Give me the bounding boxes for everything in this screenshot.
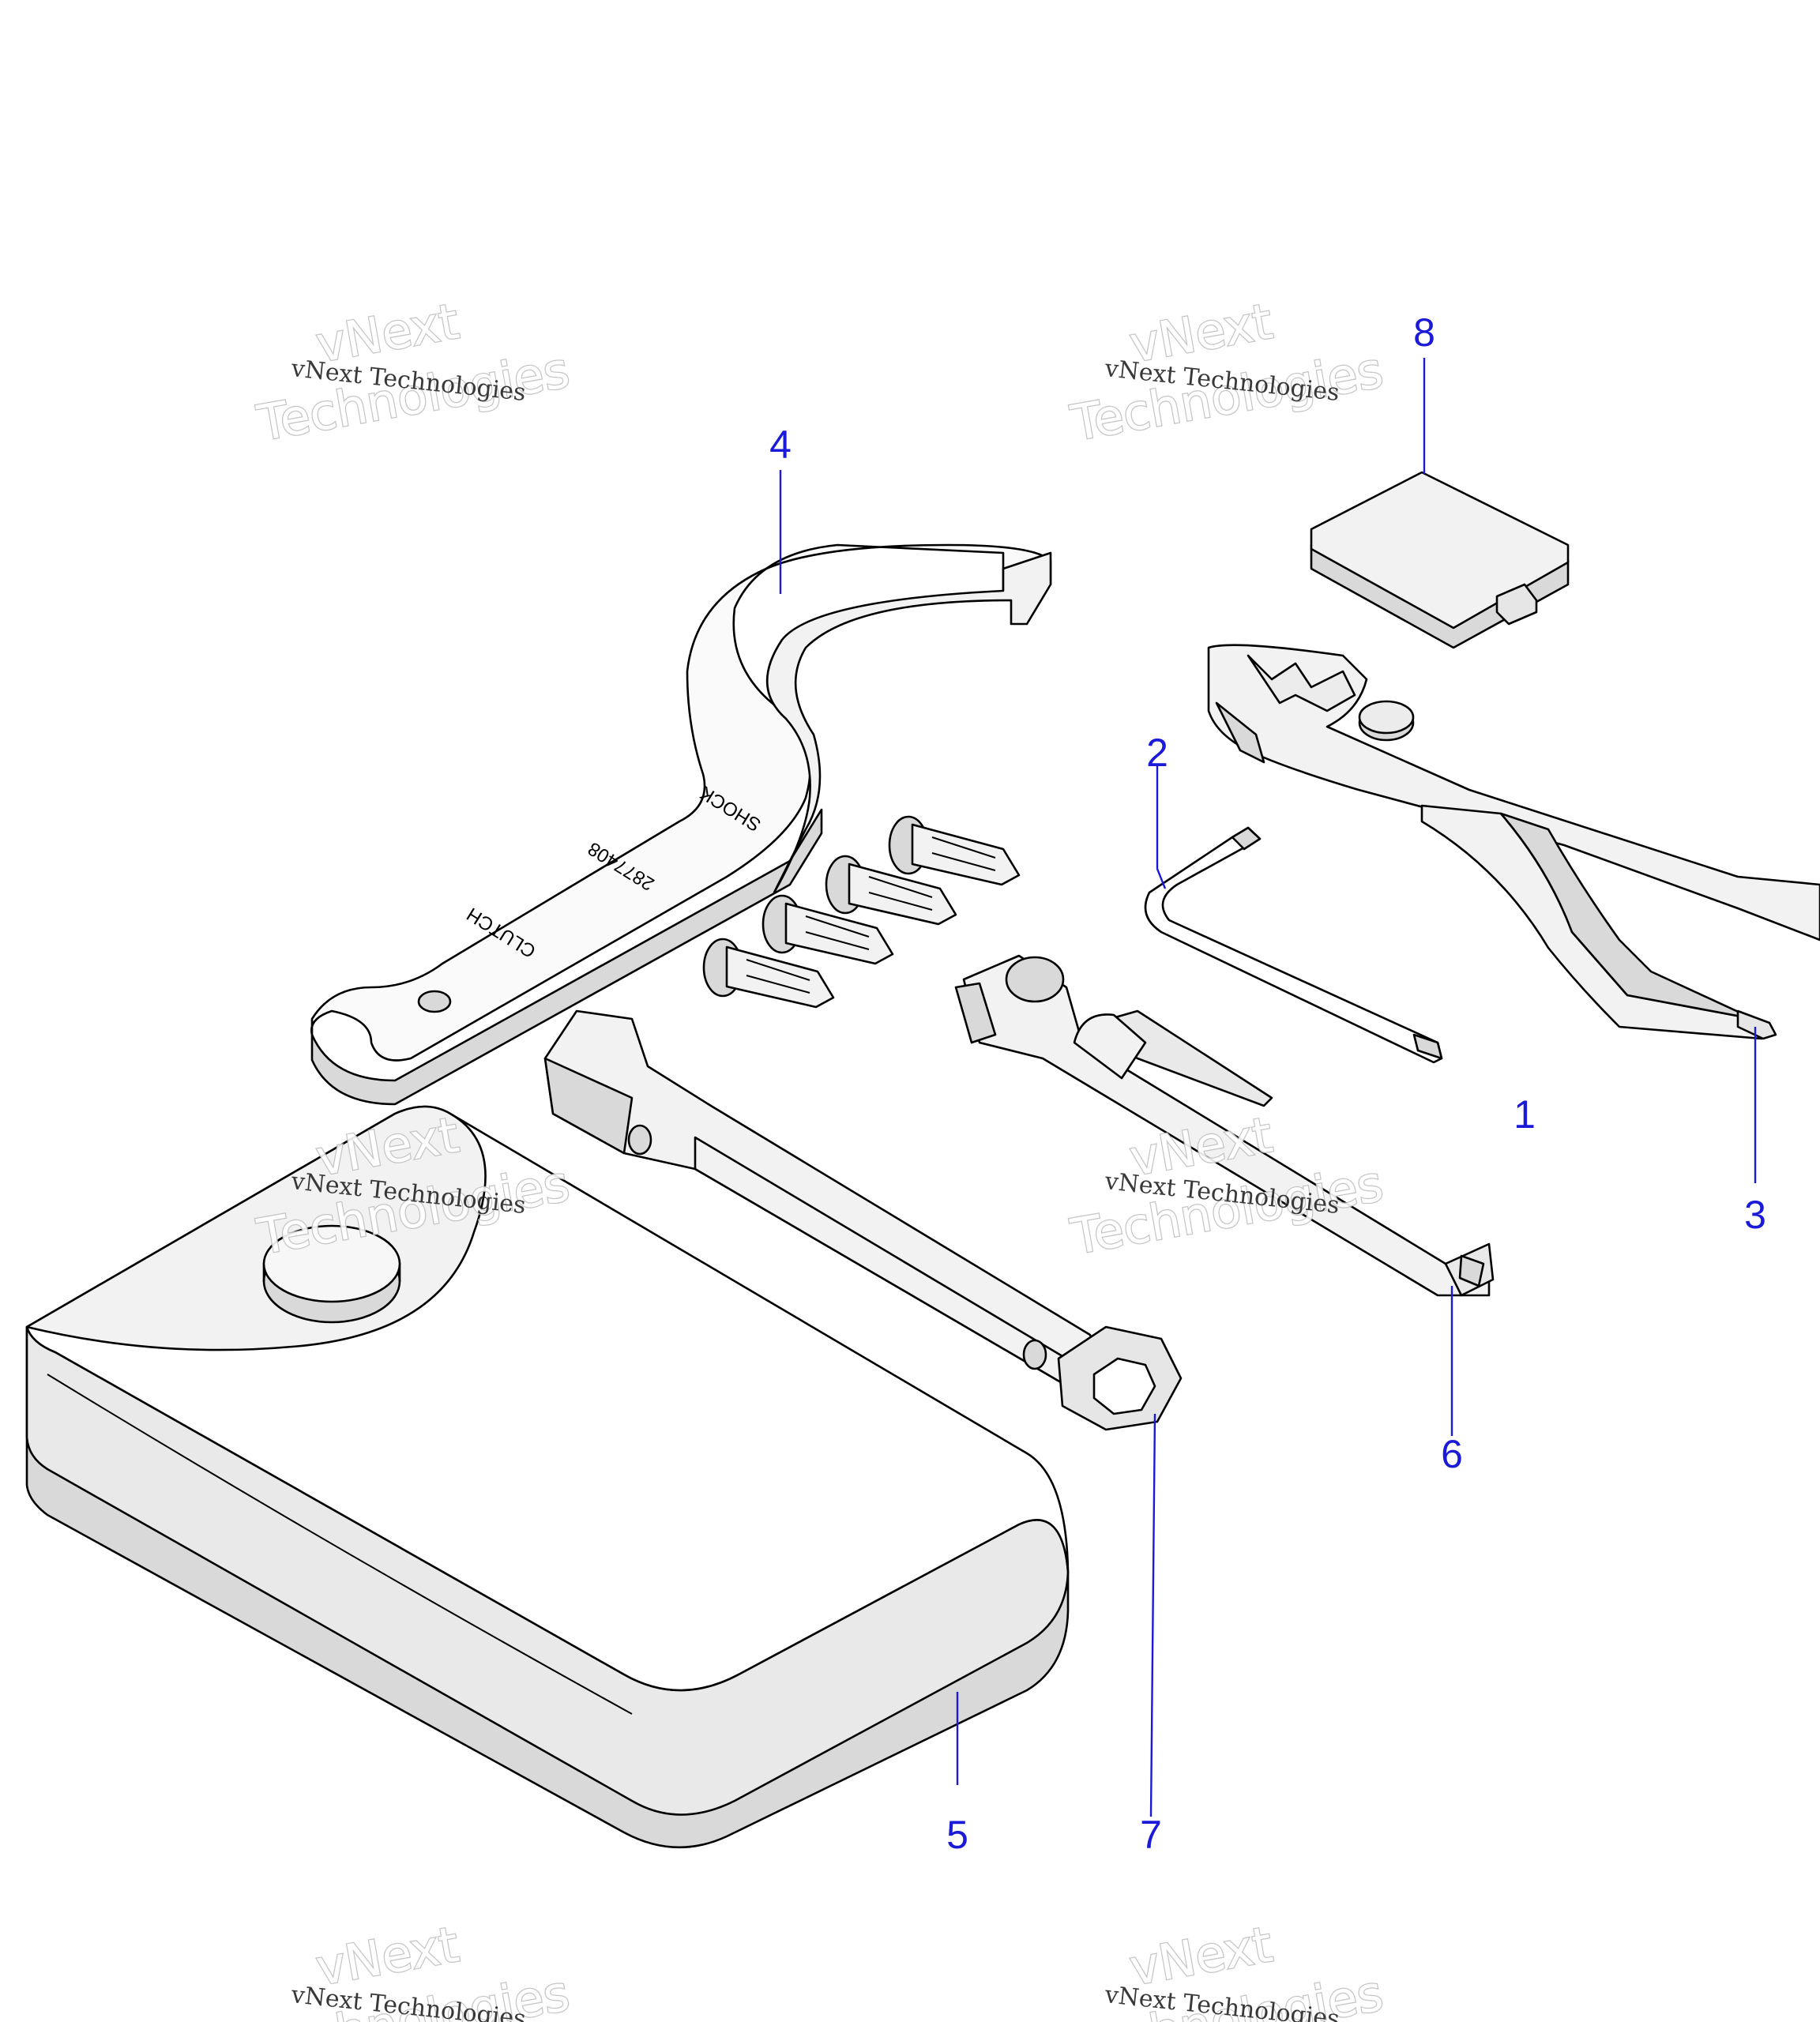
svg-text:vNext: vNext bbox=[312, 1915, 463, 1997]
spark-plug-wrench bbox=[543, 1009, 1183, 1431]
callout-6: 6 bbox=[1441, 1432, 1463, 1476]
watermark: vNext Technologies bbox=[1066, 291, 1388, 453]
callout-2: 2 bbox=[1146, 731, 1168, 775]
svg-text:vNext: vNext bbox=[1126, 1915, 1277, 1997]
callout-1: 1 bbox=[1514, 1092, 1536, 1137]
small-case bbox=[1310, 471, 1570, 649]
tool-pouch bbox=[25, 1105, 1070, 1849]
hex-key bbox=[1144, 826, 1443, 1064]
watermark: vNext Technologies bbox=[1066, 1105, 1388, 1267]
watermark: vNext Technologies bbox=[252, 291, 574, 453]
driver-tool bbox=[954, 954, 1495, 1297]
leader-lines bbox=[779, 358, 1757, 1817]
callout-3: 3 bbox=[1744, 1193, 1766, 1237]
push-rivet-group bbox=[702, 815, 1021, 1009]
callout-7: 7 bbox=[1140, 1813, 1162, 1857]
callout-8: 8 bbox=[1413, 310, 1435, 355]
callout-4: 4 bbox=[769, 423, 792, 467]
callout-labels: 1 2 3 4 5 6 7 8 bbox=[769, 310, 1766, 1857]
callout-5: 5 bbox=[946, 1813, 968, 1857]
spanner-wrench: SHOCK 2877408 CLUTCH bbox=[310, 543, 1052, 1106]
pliers bbox=[1207, 644, 1820, 1040]
